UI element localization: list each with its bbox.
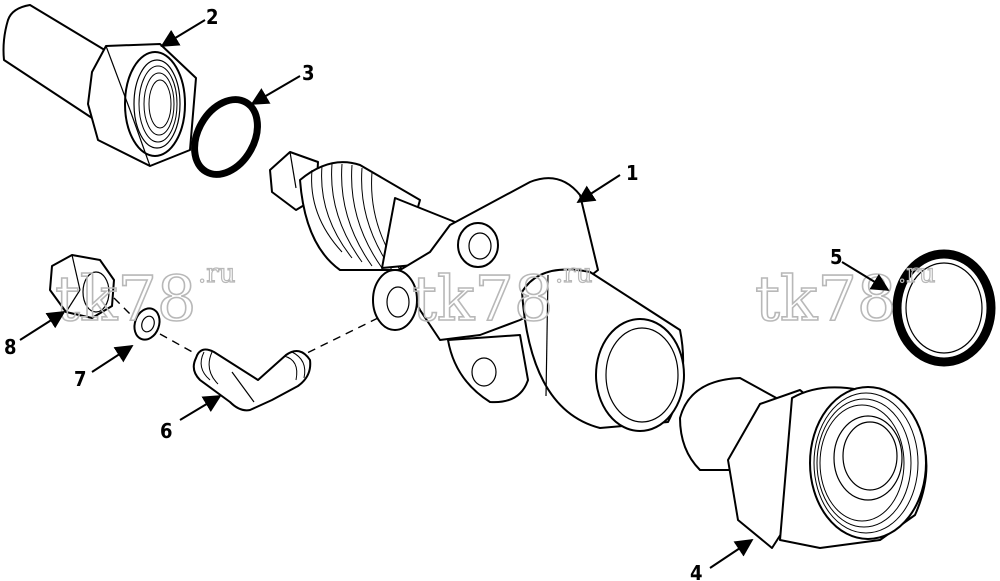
- watermark-right: tk78 .ru: [754, 258, 936, 335]
- leader-1: [576, 174, 621, 203]
- leader-4: [709, 539, 754, 569]
- assembly-dashed-line: [113, 297, 379, 355]
- svg-text:tk78: tk78: [55, 262, 196, 335]
- callout-1: 1: [626, 161, 639, 185]
- svg-text:tk78: tk78: [755, 262, 896, 335]
- leader-7: [91, 345, 134, 373]
- callout-6: 6: [160, 419, 173, 443]
- leader-6: [179, 395, 222, 421]
- part-7-washer: [133, 307, 161, 341]
- svg-text:.ru: .ru: [555, 259, 592, 289]
- part-8-small-nut: [49, 254, 115, 319]
- leader-lines: [19, 19, 890, 569]
- callout-5: 5: [830, 245, 843, 269]
- watermark-left: tk78 .ru: [54, 258, 236, 335]
- leader-8: [19, 311, 66, 341]
- leader-3: [250, 75, 301, 105]
- svg-text:.ru: .ru: [898, 259, 935, 289]
- watermark-center: tk78 .ru: [411, 258, 593, 335]
- callout-4: 4: [690, 561, 703, 581]
- callout-3: 3: [302, 61, 315, 85]
- part-3-o-ring: [191, 96, 261, 178]
- leader-5: [841, 261, 890, 291]
- part-4-threaded-adapter: [679, 377, 928, 549]
- leader-2: [160, 19, 206, 47]
- part-2-hex-nut: [2, 4, 197, 167]
- part-5-seal-ring: [892, 249, 996, 367]
- callout-2: 2: [206, 5, 219, 29]
- callout-8: 8: [4, 335, 17, 359]
- svg-text:tk78: tk78: [412, 262, 553, 335]
- svg-text:.ru: .ru: [198, 259, 235, 289]
- callout-7: 7: [74, 367, 87, 391]
- part-1-valve-body: [269, 151, 685, 432]
- part-6-elbow-fitting: [192, 348, 312, 412]
